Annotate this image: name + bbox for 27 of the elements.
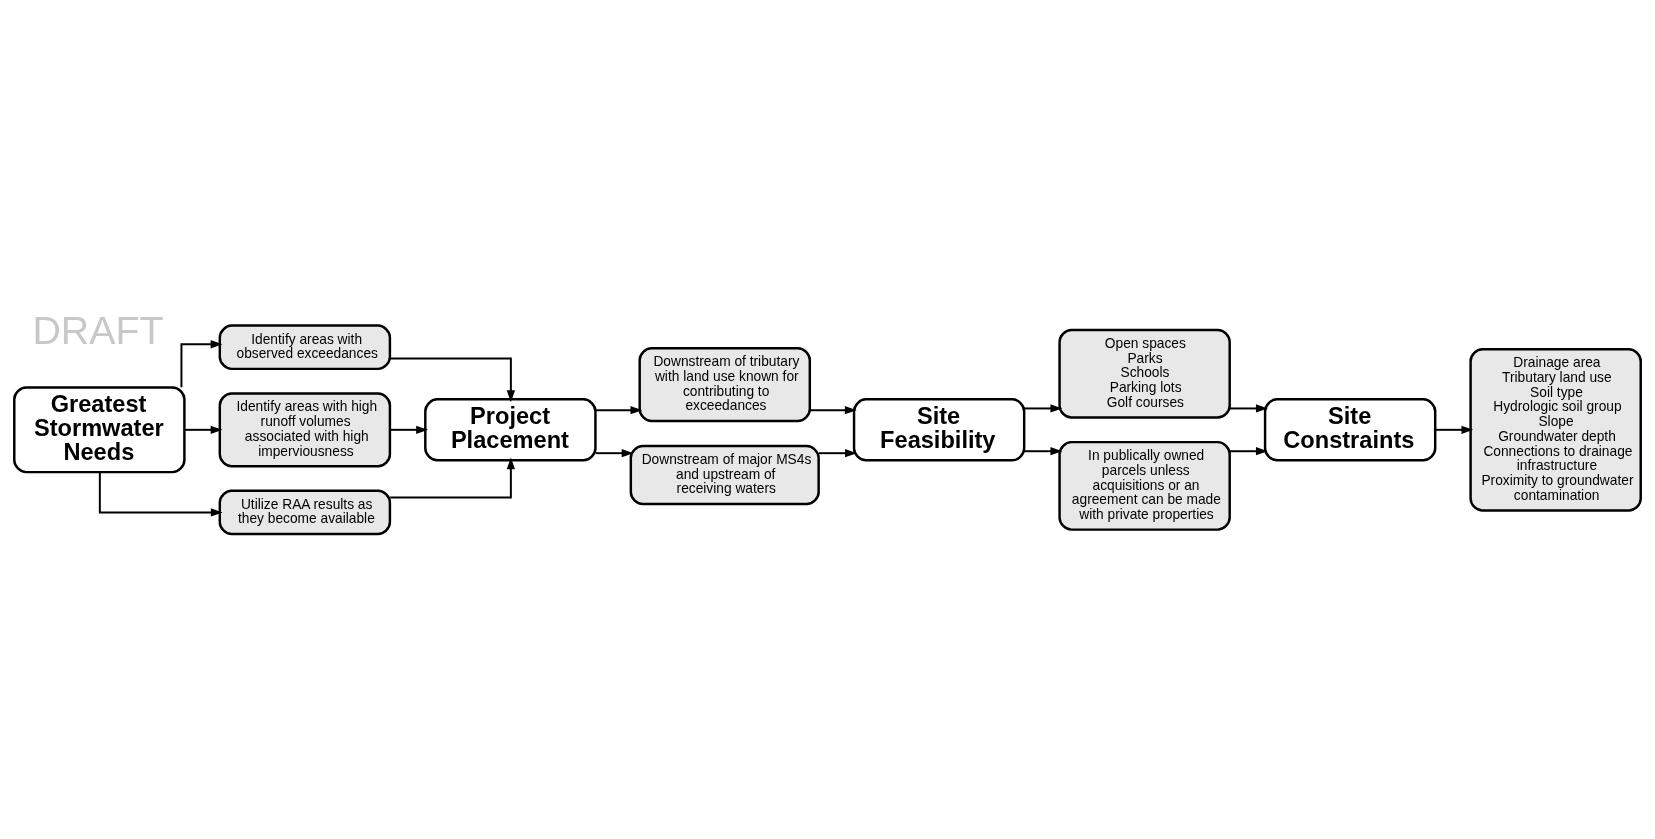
arrow	[180, 339, 223, 388]
node-box: In publically owned parcels unless acquisitions or an agreement can be made with private properties	[1058, 440, 1231, 531]
arrow	[388, 425, 428, 434]
arrow	[1023, 446, 1063, 455]
node-box: Greatest Stormwater Needs	[13, 385, 186, 473]
node-box: Site Constraints	[1263, 397, 1437, 462]
node-box: Downstream of tributary with land use known for contributing to exceedances	[638, 346, 812, 422]
node-box: Downstream of major MS4s and upstream of receiving waters	[629, 444, 820, 505]
node-box: Site Feasibility	[852, 397, 1026, 462]
arrow	[809, 405, 857, 414]
node-box: Drainage area Tributary land use Soil type Hydrologic soil group Slope Groundwater depth Connections to drainage infrastructure Proximity to groundwater contamination	[1469, 347, 1642, 512]
arrow	[1228, 446, 1268, 455]
node-box: Identify areas with high runoff volumes associated with high imperviousness	[218, 391, 392, 467]
node-box: Project Placement	[424, 397, 597, 462]
node-box: Identify areas with observed exceedances	[218, 323, 392, 370]
node-box: Utilize RAA results as they become available	[218, 489, 392, 535]
arrow	[98, 471, 223, 517]
node-box: Open spaces Parks Schools Parking lots Golf courses	[1058, 328, 1231, 419]
arrow	[594, 405, 643, 414]
arrow	[1023, 403, 1063, 413]
arrow	[1434, 425, 1474, 434]
arrow	[594, 448, 634, 457]
arrow	[1228, 403, 1268, 413]
arrow	[183, 425, 223, 434]
arrow	[817, 448, 857, 457]
arrow	[389, 357, 515, 402]
arrow	[389, 457, 515, 498]
